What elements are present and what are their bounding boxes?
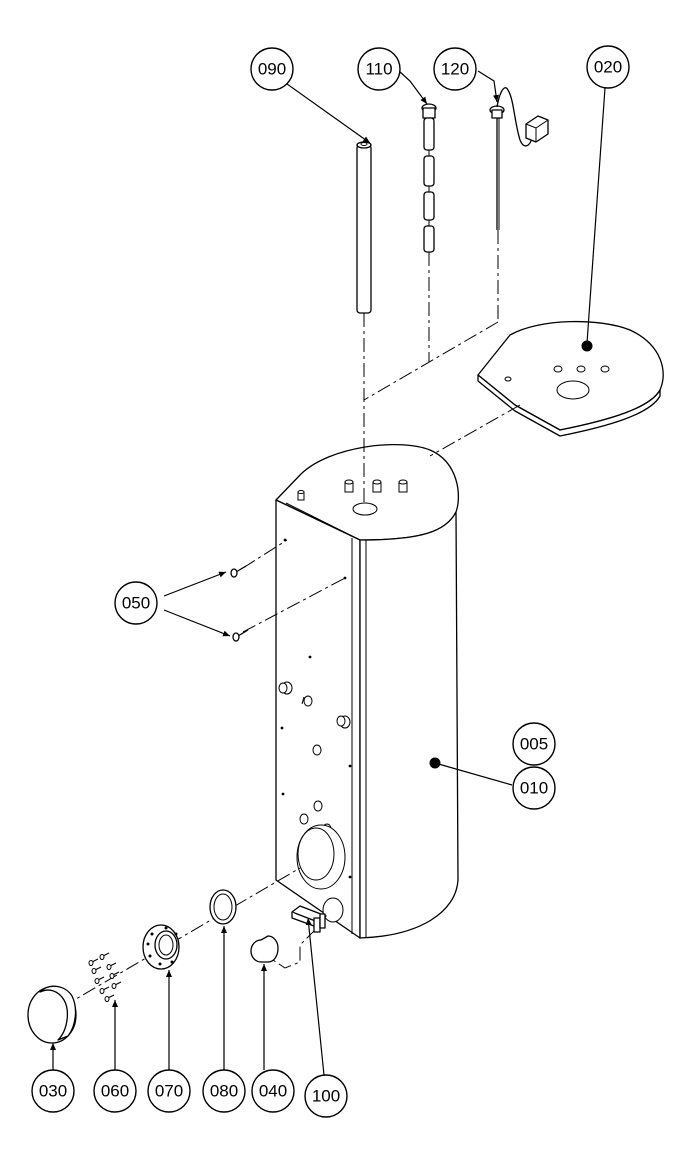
cover-small-hole (504, 376, 512, 382)
bolt (111, 981, 122, 989)
balloon-020: 020 (586, 45, 630, 89)
mount-hole (348, 875, 352, 879)
anode-rod (356, 141, 372, 314)
balloon-005: 005 (512, 722, 556, 766)
bolt (99, 986, 110, 994)
flange-opening (296, 824, 346, 890)
side-fitting (313, 800, 323, 812)
bolt (94, 976, 105, 984)
leader-050a (163, 571, 227, 597)
leader-120 (477, 70, 499, 103)
balloon-110-label: 110 (365, 60, 392, 79)
balloon-090-label: 090 (258, 60, 286, 79)
balloon-100-label: 100 (312, 1087, 340, 1106)
drain-plug (250, 935, 279, 963)
explode-lines (39, 230, 521, 1021)
temperature-sensor (489, 87, 549, 230)
top-corner-nipple (297, 490, 305, 501)
mount-hole (308, 655, 312, 659)
screw (230, 565, 247, 578)
balloon-010: 010 (512, 766, 556, 810)
balloon-090: 090 (250, 47, 294, 91)
balloon-030-label: 030 (39, 1082, 67, 1101)
leader-090 (286, 80, 371, 144)
top-nipple (372, 479, 382, 493)
balloon-020-label: 020 (594, 58, 622, 77)
leader-dot-010 (429, 757, 441, 769)
side-fitting (278, 681, 293, 695)
leader-dot-020 (581, 340, 593, 352)
balloon-100: 100 (304, 1074, 348, 1118)
cover-small-hole (553, 365, 563, 373)
mount-hole (281, 792, 285, 796)
flange-ring (142, 924, 180, 970)
balloon-050: 050 (114, 581, 158, 625)
balloon-120: 120 (433, 47, 477, 91)
cover-small-hole (576, 365, 586, 373)
top-center-port (352, 502, 378, 516)
bolt (91, 966, 102, 974)
cover-small-hole (600, 365, 610, 373)
tank-top-edge-line (285, 502, 353, 537)
sensor-plug (525, 115, 549, 143)
leader-050b (163, 609, 231, 637)
bolt (88, 958, 99, 966)
balloon-005-label: 005 (520, 735, 548, 754)
side-fitting (301, 695, 313, 707)
segmented-anode (421, 103, 437, 253)
mount-hole (348, 764, 352, 768)
side-fitting (312, 744, 322, 756)
balloon-070: 070 (147, 1069, 191, 1113)
balloon-060-label: 060 (101, 1082, 129, 1101)
leader-010 (434, 762, 513, 786)
top-cover-plate (477, 320, 664, 437)
tank-body (275, 444, 459, 939)
balloon-040-label: 040 (259, 1082, 287, 1101)
side-fitting (299, 813, 309, 825)
balloon-010-label: 010 (520, 779, 548, 798)
balloon-040: 040 (251, 1069, 295, 1113)
bolt-set (88, 952, 122, 1002)
top-nipple (344, 479, 354, 493)
cover-plate-edge (477, 374, 661, 437)
balloon-070-label: 070 (155, 1082, 183, 1101)
bolt (99, 952, 110, 960)
bolt (106, 962, 117, 970)
balloon-050-label: 050 (122, 594, 150, 613)
balloon-030: 030 (31, 1069, 75, 1113)
lower-opening (322, 897, 344, 923)
sensor-cable (496, 87, 533, 147)
flange-gasket (209, 889, 237, 925)
balloon-080: 080 (202, 1069, 246, 1113)
top-nipple (398, 479, 408, 493)
balloon-080-label: 080 (210, 1082, 238, 1101)
leader-020 (586, 87, 606, 344)
leader-100 (305, 917, 325, 1076)
flange-cover-cap (27, 985, 77, 1044)
balloon-060: 060 (93, 1069, 137, 1113)
balloon-120-label: 120 (441, 60, 469, 79)
mount-hole (280, 726, 284, 730)
bolt (109, 971, 120, 979)
bolt (104, 994, 115, 1002)
screw (232, 629, 249, 642)
tank-front-face (359, 511, 459, 939)
leader-110 (398, 70, 428, 105)
balloon-110: 110 (357, 47, 401, 91)
mount-hole (343, 576, 347, 580)
side-fitting (336, 715, 351, 729)
cover-large-hole (556, 380, 590, 400)
